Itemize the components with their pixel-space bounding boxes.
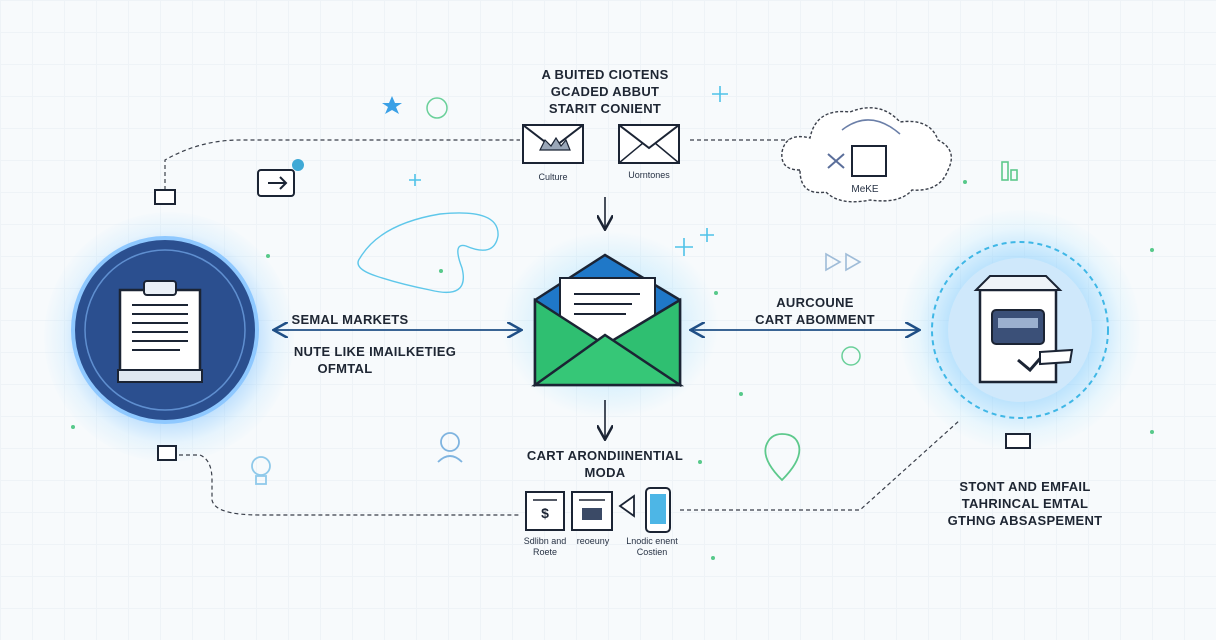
svg-text:$: $ — [541, 505, 549, 521]
right-connector-line-2: CART ABOMMENT — [755, 312, 875, 327]
right-node-connector — [1005, 433, 1031, 449]
sparkle-icons — [409, 86, 728, 256]
star-icon — [382, 96, 402, 114]
bottom-heading-line-2: MODA — [584, 465, 626, 480]
top-left-envelope-caption: Culture — [538, 172, 568, 182]
top-heading-line-3: STARIT CONIENT — [548, 101, 662, 116]
briefcase-icon — [257, 159, 304, 197]
map-pin-icon — [764, 433, 801, 482]
right-bottom-line-2: TAHRINCAL EMTAL — [961, 496, 1089, 511]
center-envelope-node[interactable] — [531, 253, 685, 388]
decorative-scribble — [357, 212, 499, 294]
right-bottom-line-3: GTHNG ABSASPEMENT — [947, 513, 1103, 528]
left-document-node[interactable] — [71, 236, 259, 424]
smiley-icon-right — [841, 346, 861, 366]
smiley-icon-top — [426, 97, 448, 119]
bottom-caption-phone: Lnodic enent Costien — [626, 536, 678, 557]
right-cart-node[interactable] — [931, 241, 1109, 419]
lightbulb-icon — [251, 456, 271, 485]
left-connector-line-1: SEMAL MARKETS — [291, 312, 409, 327]
cloud-caption: MeKE — [851, 184, 879, 195]
bottom-heading-line-1: CART ARONDIINENTIAL — [526, 448, 684, 463]
flow-arrows — [275, 197, 918, 438]
left-connector-line-3: OFMTAL — [317, 361, 373, 376]
top-right-envelope-caption: Uorntones — [628, 170, 670, 180]
bottom-register-icon — [571, 491, 613, 531]
play-icon — [825, 252, 862, 272]
chart-mini-icon — [1001, 161, 1018, 181]
left-connector-line-2: NUTE LIKE IMAILKETIEG — [293, 344, 457, 359]
left-node-connector-top — [154, 189, 176, 205]
right-connector-line-1: AURCOUNE — [776, 295, 854, 310]
bottom-caption-register: reoeuny — [576, 536, 610, 546]
person-icon — [437, 432, 463, 463]
top-heading-line-2: GCADED ABBUT — [550, 84, 660, 99]
left-node-connector-bottom — [157, 445, 177, 461]
right-bottom-line-1: STONT AND EMFAIL — [959, 479, 1091, 494]
top-right-envelope-icon — [618, 124, 680, 164]
cloud-icon — [781, 107, 952, 203]
bottom-phone-icon — [618, 487, 671, 533]
decorative-dots — [71, 180, 1154, 560]
top-heading-line-1: A BUITED CIOTENS — [541, 67, 669, 82]
bottom-invoice-icon: $ — [525, 491, 565, 531]
top-left-envelope-icon — [522, 124, 584, 164]
bottom-caption-invoice: Sdlibn and Roete — [523, 536, 567, 557]
